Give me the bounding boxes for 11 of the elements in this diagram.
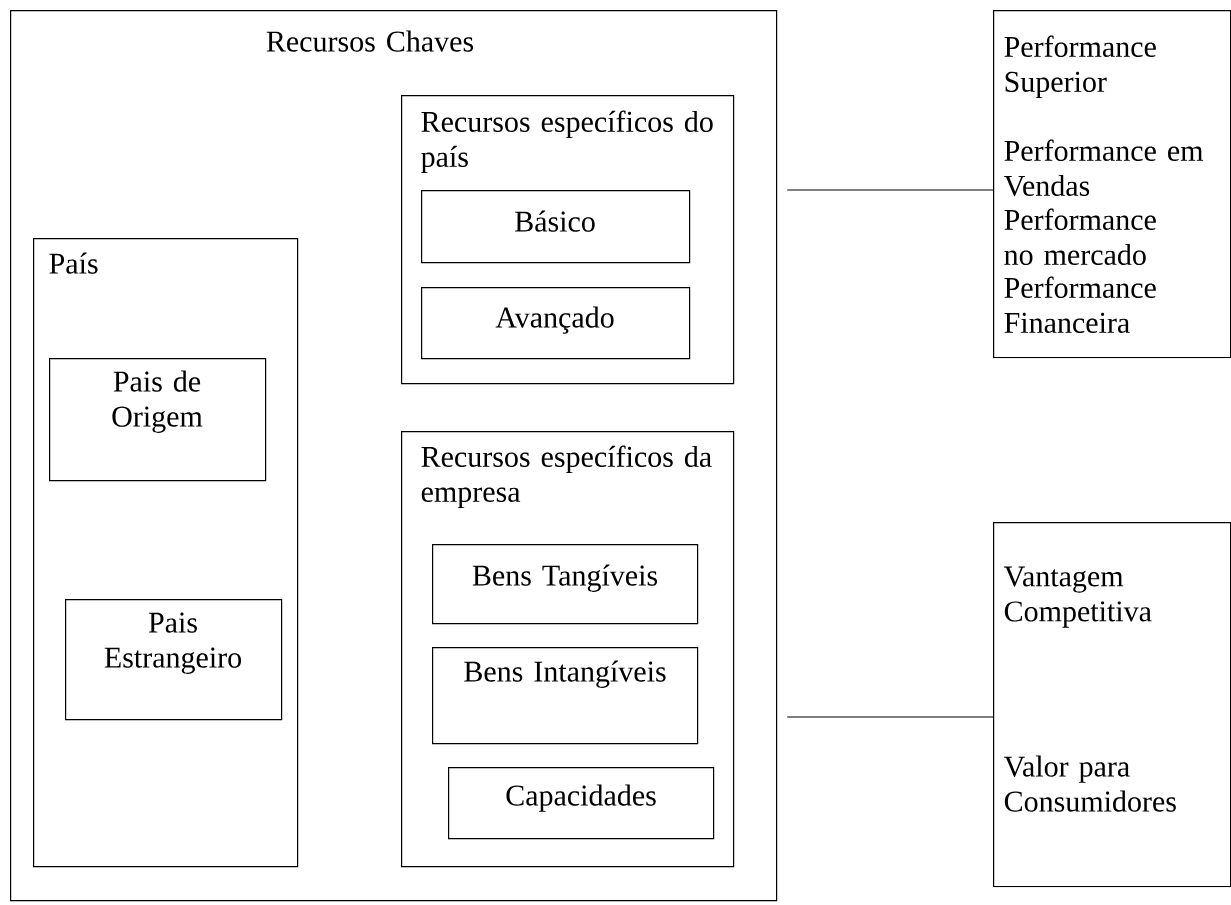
process-box: Básico	[421, 190, 691, 264]
text-box: Performance Superior Performance em Vendas Performance no mercado Performance Financeira	[993, 10, 1231, 359]
process-box: Bens Tangíveis	[432, 544, 699, 625]
process-box: Capacidades	[448, 767, 715, 840]
process-box: Pais Estrangeiro	[65, 599, 283, 721]
connector-line	[786, 189, 994, 191]
process-box: Pais de Origem	[49, 358, 267, 482]
process-box: Bens Intangíveis	[432, 647, 699, 745]
connector-line	[786, 716, 994, 718]
text-box: Vantagem Competitiva Valor para Consumidores	[993, 522, 1231, 888]
process-box: Avançado	[421, 287, 691, 360]
